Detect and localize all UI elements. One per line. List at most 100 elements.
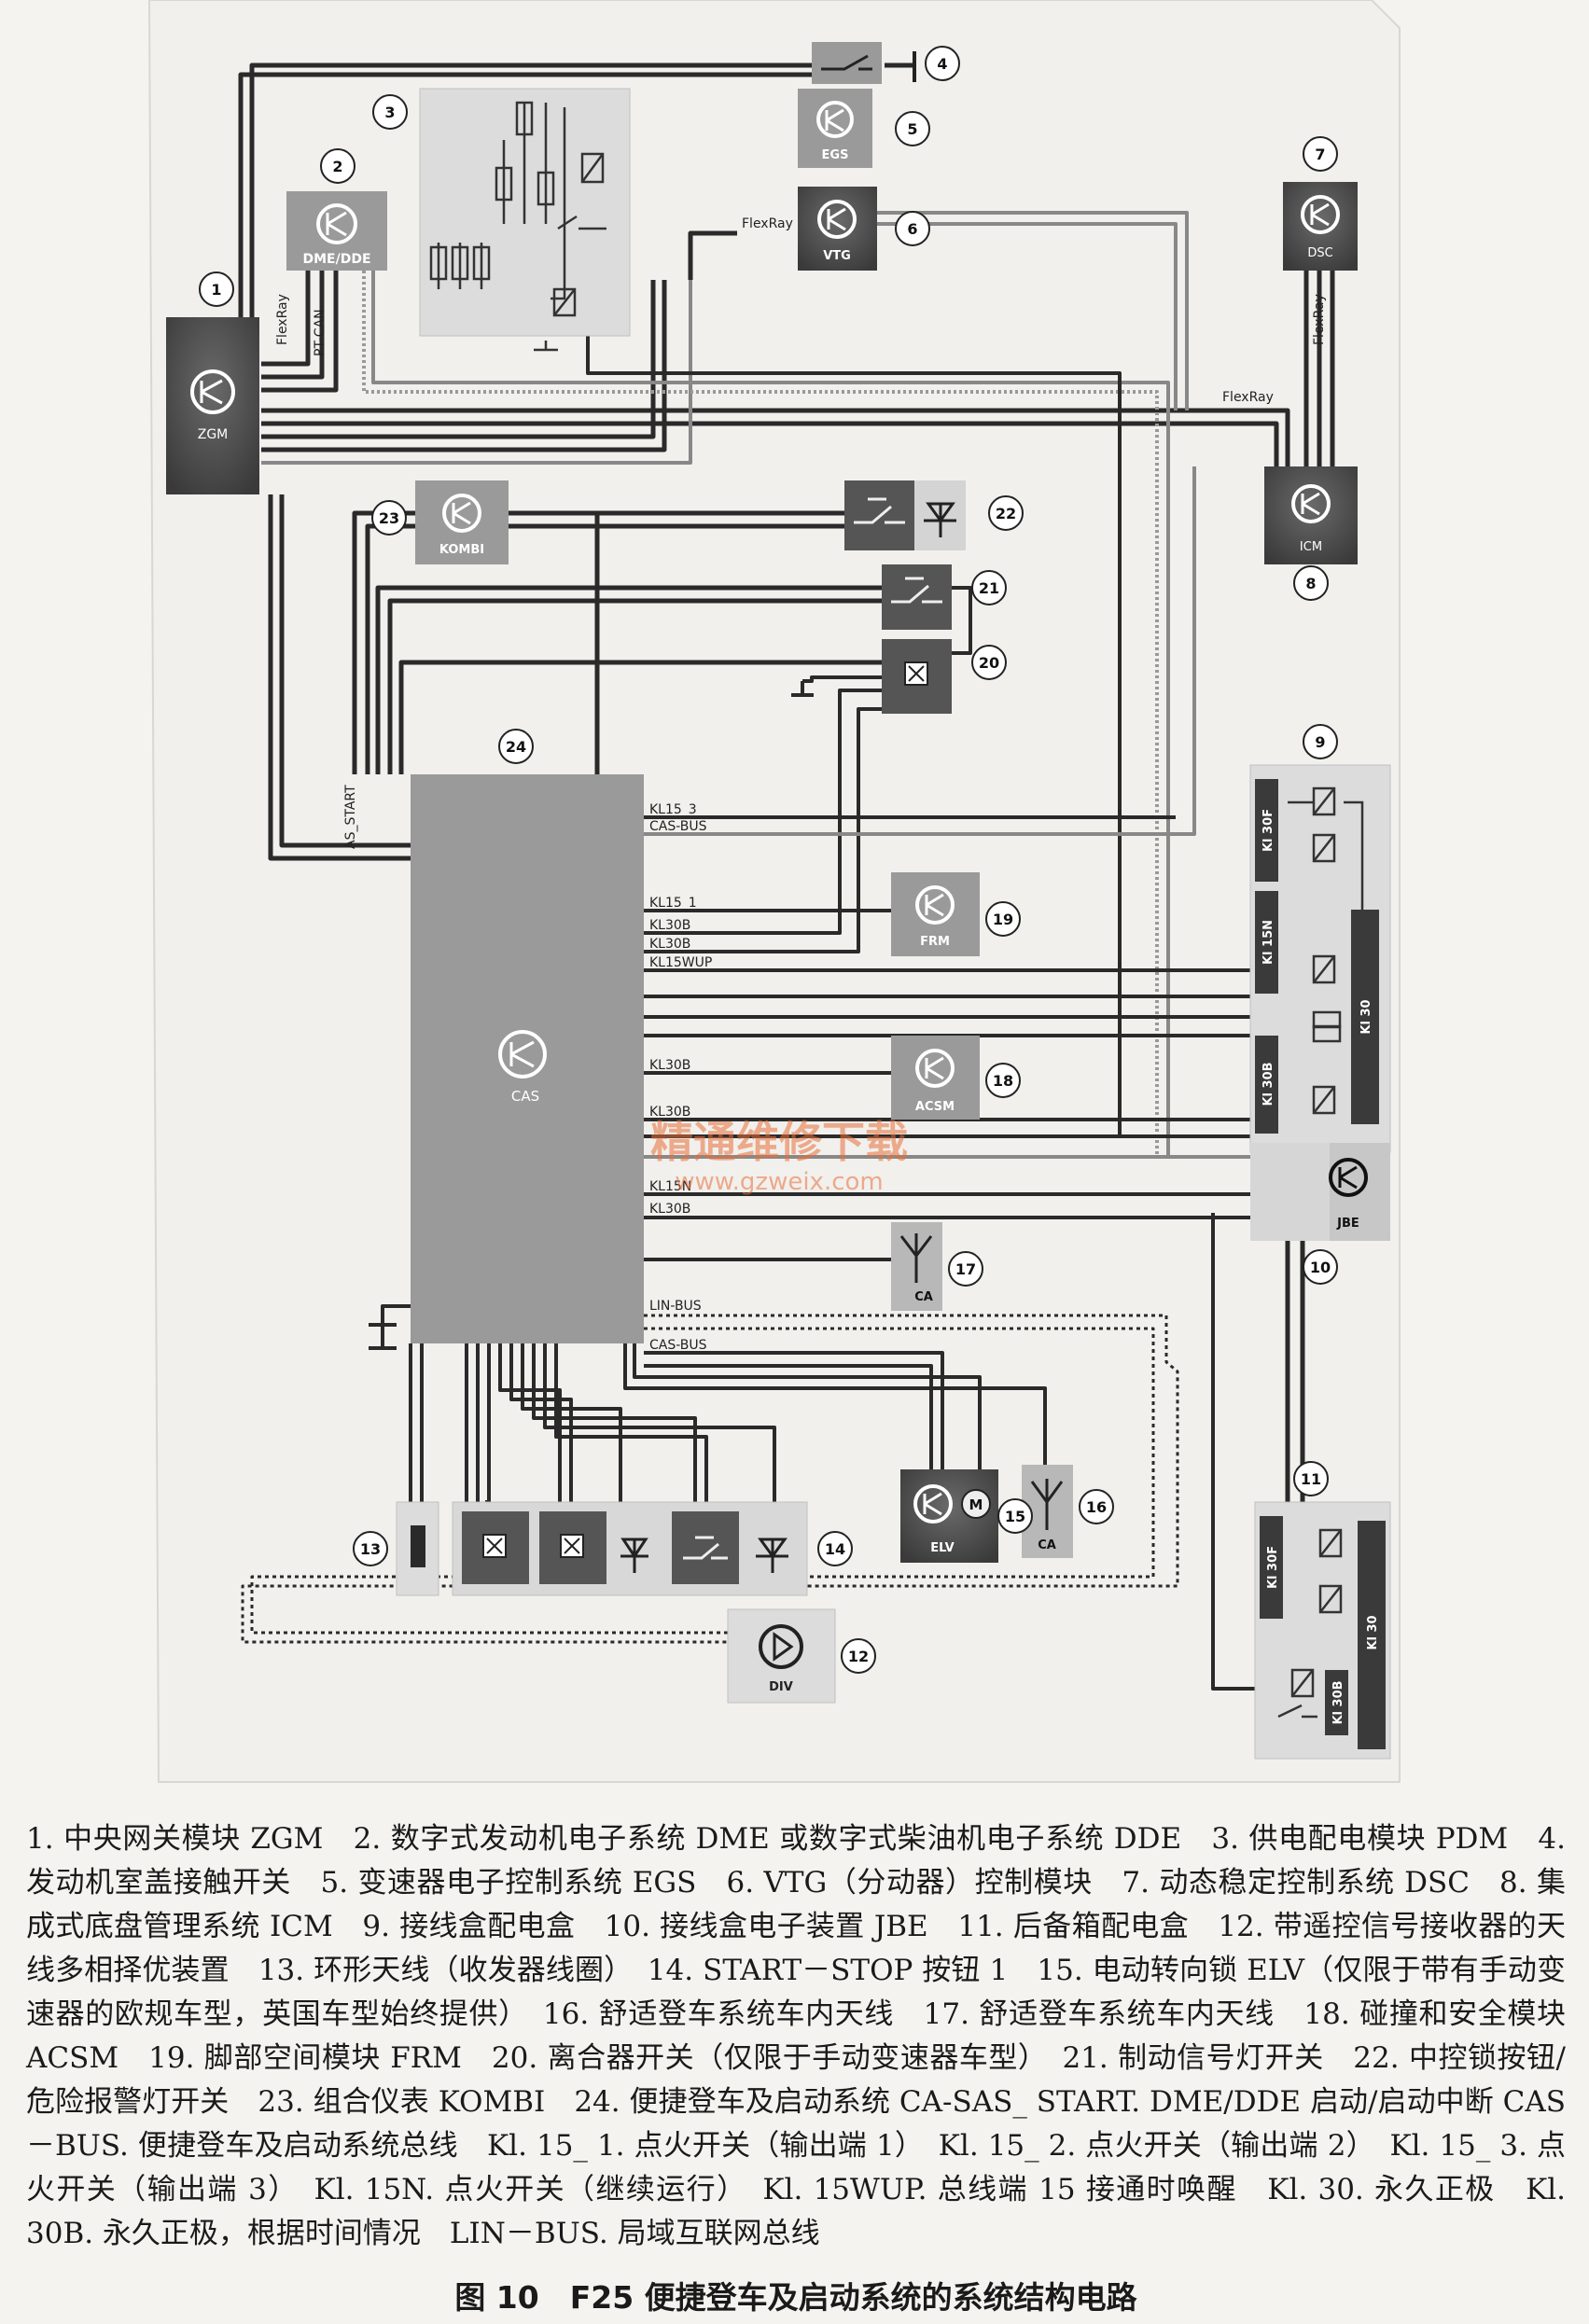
as-start-label: AS_START xyxy=(343,785,358,849)
dme-dde-module: DME/DDE xyxy=(286,191,387,271)
callout-23: 23 xyxy=(371,500,407,536)
callout-18: 18 xyxy=(985,1063,1021,1098)
callout-17: 17 xyxy=(948,1251,983,1287)
flexray-label-icm: FlexRay xyxy=(1222,390,1274,405)
watermark: 精通维修下载 www.gzweix.com xyxy=(650,1117,908,1196)
kl15-3-label: KL15_3 xyxy=(649,802,697,817)
jb-kl30b-label: Kl 30B xyxy=(1261,1062,1275,1106)
watermark-line2: www.gzweix.com xyxy=(675,1168,884,1196)
svg-text:14: 14 xyxy=(825,1540,845,1558)
callout-5: 5 xyxy=(895,111,930,146)
callout-13: 13 xyxy=(353,1531,388,1566)
callout-15: 15 xyxy=(997,1498,1033,1534)
pdm-module xyxy=(419,88,631,352)
callout-12: 12 xyxy=(841,1638,876,1674)
icm-label: ICM xyxy=(1300,540,1322,554)
kl15-1-label: KL15_1 xyxy=(649,896,697,911)
acsm-label: ACSM xyxy=(915,1100,955,1114)
kl15n-label: KL15N xyxy=(649,1179,691,1194)
flexray-label-dsc: FlexRay xyxy=(1312,294,1327,345)
cas-bus-top-label: CAS-BUS xyxy=(649,819,707,834)
start-stop-button xyxy=(452,1501,808,1596)
svg-text:13: 13 xyxy=(360,1540,381,1558)
icm-module: ICM xyxy=(1264,466,1358,564)
callout-4: 4 xyxy=(925,46,960,81)
svg-text:15: 15 xyxy=(1005,1508,1025,1525)
svg-text:10: 10 xyxy=(1310,1259,1331,1276)
svg-text:24: 24 xyxy=(506,738,526,756)
kl30b-label-4: KL30B xyxy=(649,1105,690,1120)
svg-text:23: 23 xyxy=(379,509,399,527)
dme-label: DME/DDE xyxy=(302,252,370,267)
zgm-module: ZGM xyxy=(166,317,259,494)
flexray-label-vtg: FlexRay xyxy=(742,216,793,231)
callout-8: 8 xyxy=(1293,565,1329,601)
system-architecture-diagram: ZGM DME/DDE EGS xyxy=(147,0,1401,1783)
svg-text:2: 2 xyxy=(332,158,342,175)
kombi-label: KOMBI xyxy=(439,543,484,557)
rjb-kl30f-label: Kl 30F xyxy=(1266,1546,1280,1589)
svg-text:16: 16 xyxy=(1086,1498,1107,1516)
acsm-module: ACSM xyxy=(891,1036,980,1120)
cas-bus-bottom-label: CAS-BUS xyxy=(649,1338,707,1353)
svg-text:5: 5 xyxy=(907,120,917,138)
hood-contact-switch xyxy=(812,42,916,84)
frm-label: FRM xyxy=(920,935,950,949)
dsc-label: DSC xyxy=(1307,246,1332,260)
svg-text:3: 3 xyxy=(384,104,395,121)
vtg-module: VTG xyxy=(798,187,877,271)
elv-label: ELV xyxy=(930,1541,954,1555)
jb-kl30f-label: Kl 30F xyxy=(1261,809,1275,852)
figure-title: 图 10 F25 便捷登车及启动系统的系统结构电路 xyxy=(454,2279,1137,2316)
callout-24: 24 xyxy=(498,729,534,764)
div-label: DIV xyxy=(769,1680,793,1694)
kl30b-label-2: KL30B xyxy=(649,937,690,952)
jbe-module: JBE xyxy=(1250,1143,1390,1241)
svg-text:7: 7 xyxy=(1315,146,1325,163)
jbe-label: JBE xyxy=(1336,1217,1359,1231)
svg-text:17: 17 xyxy=(955,1260,976,1278)
svg-text:4: 4 xyxy=(937,55,947,73)
elv-motor-symbol: M xyxy=(969,1496,983,1513)
kl30b-label-1: KL30B xyxy=(649,918,690,933)
svg-text:1: 1 xyxy=(211,281,221,299)
kombi-instrument-cluster: KOMBI xyxy=(415,480,509,564)
svg-text:21: 21 xyxy=(979,579,999,597)
central-lock-hazard-switch xyxy=(844,480,966,550)
egs-module: EGS xyxy=(798,89,872,168)
legend-text: 1. 中央网关模块 ZGM 2. 数字式发动机电子系统 DME 或数字式柴油机电… xyxy=(26,1822,1566,2250)
svg-text:11: 11 xyxy=(1301,1470,1321,1488)
wiring xyxy=(238,63,1381,1691)
callout-22: 22 xyxy=(988,495,1024,531)
callout-7: 7 xyxy=(1303,136,1338,172)
rjb-kl30-label: Kl 30 xyxy=(1366,1615,1380,1649)
svg-text:12: 12 xyxy=(848,1648,869,1665)
frm-module: FRM xyxy=(891,872,980,956)
div-antenna-diversity: DIV xyxy=(727,1608,836,1704)
callout-2: 2 xyxy=(320,148,355,184)
svg-text:8: 8 xyxy=(1305,575,1316,592)
cas-module: CAS xyxy=(411,774,644,1343)
callout-19: 19 xyxy=(985,901,1021,937)
callout-14: 14 xyxy=(817,1531,853,1566)
ca17-label: CA xyxy=(914,1290,933,1304)
clutch-switch xyxy=(882,639,952,714)
comfort-access-antenna-17: CA xyxy=(891,1222,942,1311)
callout-1: 1 xyxy=(199,271,234,307)
callout-3: 3 xyxy=(372,94,408,130)
callout-10: 10 xyxy=(1303,1249,1338,1285)
vtg-label: VTG xyxy=(823,249,851,263)
kl30b-label-5: KL30B xyxy=(649,1202,690,1217)
zgm-label: ZGM xyxy=(198,427,229,442)
ca16-label: CA xyxy=(1038,1538,1056,1552)
svg-text:18: 18 xyxy=(993,1072,1013,1090)
pt-can-label: PT-CAN xyxy=(313,309,328,356)
svg-text:20: 20 xyxy=(979,654,999,672)
svg-text:19: 19 xyxy=(993,911,1013,928)
callout-9: 9 xyxy=(1303,724,1338,759)
callout-21: 21 xyxy=(971,570,1007,605)
callout-16: 16 xyxy=(1079,1489,1114,1524)
caption-block: 1. 中央网关模块 ZGM 2. 数字式发动机电子系统 DME 或数字式柴油机电… xyxy=(26,1817,1566,2317)
jb-kl30-label: Kl 30 xyxy=(1359,999,1373,1034)
kl30b-label-3: KL30B xyxy=(649,1058,690,1073)
